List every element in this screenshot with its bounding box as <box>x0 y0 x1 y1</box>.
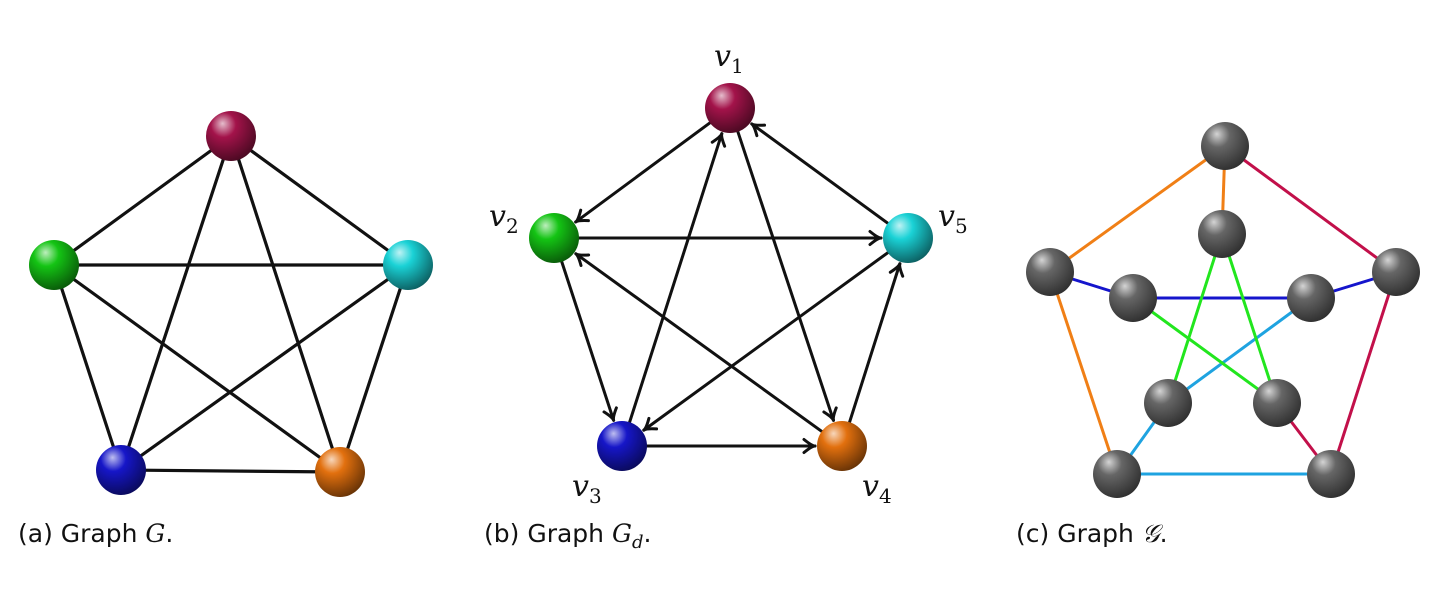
graph-gd-arc-2 <box>735 128 838 422</box>
graph-g-edge-2 <box>229 134 410 267</box>
graph-script-g-vertex-o-br <box>1307 450 1355 498</box>
graph-gd-arc-1 <box>574 120 713 224</box>
graph-g-edge-7 <box>52 263 342 474</box>
graph-gd-arc-10 <box>642 250 891 432</box>
graph-script-g-vertex-i-right <box>1287 274 1335 322</box>
graph-script-g-edge-12 <box>1166 296 1313 405</box>
caption-a: (a) Graph G. <box>18 519 173 548</box>
graph-g-edge-6 <box>52 263 123 472</box>
graph-gd-arc-6 <box>643 438 817 454</box>
vertex-label-4: v4 <box>862 469 892 508</box>
graph-gd-vertex-4 <box>817 421 867 471</box>
graph-script-g-vertex-o-bl <box>1093 450 1141 498</box>
subfigure-b: v1 v2 v3 v4 v5 (b) Graph Gd. <box>484 39 968 553</box>
graph-g-edge-8 <box>119 263 410 472</box>
graph-g-vertex-3 <box>383 240 433 290</box>
graph-script-g-edge-4 <box>1223 144 1398 274</box>
graph-gd-vertex-2 <box>529 213 579 263</box>
graph-script-g-vertex-i-br <box>1253 379 1301 427</box>
graph-g-edge-9 <box>338 263 410 474</box>
graph-g-edge-10 <box>119 468 342 474</box>
graph-gd-arcs <box>559 120 905 454</box>
graph-gd-arc-8 <box>847 262 905 426</box>
caption-b: (b) Graph Gd. <box>484 519 651 553</box>
graph-g-vertex-5 <box>315 447 365 497</box>
graph-script-g-nodes <box>1026 122 1420 498</box>
graph-script-g-edge-3 <box>1048 270 1119 476</box>
graph-script-g-edges <box>1048 144 1398 476</box>
vertex-label-5: v5 <box>938 199 968 238</box>
graph-script-g-vertex-i-left <box>1109 274 1157 322</box>
graph-script-g-vertex-o-left <box>1026 248 1074 296</box>
graph-gd-vertex-3 <box>597 421 647 471</box>
graph-g-edge-3 <box>119 134 233 472</box>
subfigure-a: (a) Graph G. <box>18 111 433 548</box>
graph-gd-nodes <box>529 83 933 471</box>
graph-g-edge-1 <box>52 134 233 267</box>
graph-gd-arc-5 <box>627 132 727 426</box>
graph-g-vertex-1 <box>206 111 256 161</box>
graph-gd-vertex-labels: v1 v2 v3 v4 v5 <box>489 39 968 508</box>
graph-g-vertex-4 <box>96 445 146 495</box>
graph-script-g-vertex-o-top <box>1201 122 1249 170</box>
vertex-label-1: v1 <box>714 39 744 78</box>
graph-gd-arc-3 <box>559 258 618 422</box>
graph-gd-vertex-5 <box>883 213 933 263</box>
graph-script-g-edge-15 <box>1131 296 1279 405</box>
graph-gd-arc-7 <box>574 252 825 435</box>
graph-g-edges <box>52 134 410 474</box>
graph-gd-vertex-1 <box>705 83 755 133</box>
caption-c: (c) Graph 𝒢. <box>1016 519 1168 548</box>
vertex-label-3: v3 <box>572 469 602 508</box>
graph-gd-arc-4 <box>575 230 883 246</box>
graph-script-g-vertex-o-right <box>1372 248 1420 296</box>
graph-g-edge-4 <box>229 134 342 474</box>
graph-script-g-edge-14 <box>1220 232 1279 405</box>
vertex-label-2: v2 <box>489 199 519 238</box>
graph-script-g-vertex-i-bl <box>1144 379 1192 427</box>
subfigure-c: (c) Graph 𝒢. <box>1016 122 1420 548</box>
graph-script-g-edge-13 <box>1166 232 1224 405</box>
graph-script-g-vertex-i-top <box>1198 210 1246 258</box>
graph-script-g-edge-5 <box>1329 270 1398 476</box>
graph-g-nodes <box>29 111 433 497</box>
graph-gd-arc-9 <box>750 122 891 226</box>
graph-script-g-edge-1 <box>1048 144 1227 274</box>
graph-g-vertex-2 <box>29 240 79 290</box>
